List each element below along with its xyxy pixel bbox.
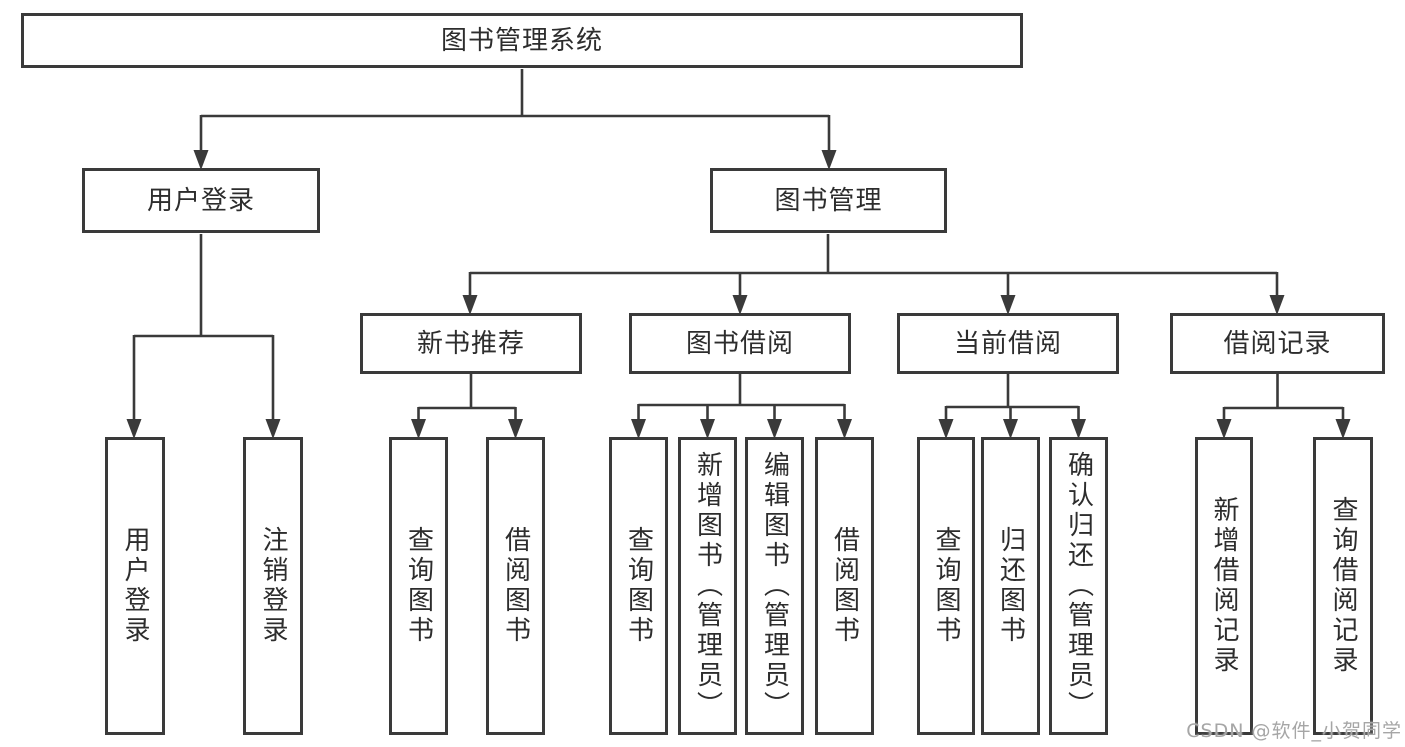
leaf-return-books: 归还图书	[981, 437, 1040, 735]
leaf-query-books-3: 查询图书	[917, 437, 975, 735]
node-book-borrow: 图书借阅	[629, 313, 851, 374]
node-label: 借阅记录	[1223, 328, 1332, 359]
leaf-label: 编辑图书（管理员）	[759, 451, 790, 721]
node-current-borrow: 当前借阅	[897, 313, 1119, 374]
node-borrow-records: 借阅记录	[1170, 313, 1385, 374]
leaf-user-login: 用户登录	[105, 437, 165, 735]
node-new-book-recommend: 新书推荐	[360, 313, 582, 374]
node-label: 图书管理系统	[440, 25, 603, 56]
node-book-management: 图书管理	[710, 168, 947, 233]
leaf-borrow-books-1: 借阅图书	[486, 437, 545, 735]
node-label: 新书推荐	[416, 328, 525, 359]
leaf-label: 借阅图书	[829, 526, 860, 646]
leaf-confirm-return-admin: 确认归还（管理员）	[1049, 437, 1108, 735]
leaf-label: 新增图书（管理员）	[692, 451, 723, 721]
leaf-logout: 注销登录	[243, 437, 303, 735]
leaf-label: 注销登录	[258, 526, 288, 646]
leaf-label: 查询图书	[403, 526, 434, 646]
leaf-label: 用户登录	[120, 526, 150, 646]
leaf-edit-books-admin: 编辑图书（管理员）	[745, 437, 804, 735]
leaf-query-books-1: 查询图书	[389, 437, 448, 735]
node-label: 当前借阅	[953, 328, 1062, 359]
leaf-label: 新增借阅记录	[1209, 496, 1239, 676]
leaf-add-borrow-record: 新增借阅记录	[1195, 437, 1253, 735]
leaf-label: 查询图书	[623, 526, 654, 646]
leaf-label: 借阅图书	[500, 526, 531, 646]
node-user-login: 用户登录	[82, 168, 320, 233]
leaf-add-books-admin: 新增图书（管理员）	[678, 437, 737, 735]
node-label: 用户登录	[146, 185, 255, 216]
leaf-label: 确认归还（管理员）	[1063, 451, 1094, 721]
leaf-query-borrow-record: 查询借阅记录	[1313, 437, 1373, 735]
leaf-label: 归还图书	[995, 526, 1026, 646]
node-label: 图书管理	[774, 185, 883, 216]
leaf-label: 查询图书	[931, 526, 961, 646]
node-root-library-system: 图书管理系统	[21, 13, 1023, 68]
node-label: 图书借阅	[685, 328, 794, 359]
watermark: CSDN @软件_小贺同学	[1186, 720, 1402, 742]
leaf-label: 查询借阅记录	[1328, 496, 1358, 676]
leaf-borrow-books-2: 借阅图书	[815, 437, 874, 735]
leaf-query-books-2: 查询图书	[609, 437, 668, 735]
